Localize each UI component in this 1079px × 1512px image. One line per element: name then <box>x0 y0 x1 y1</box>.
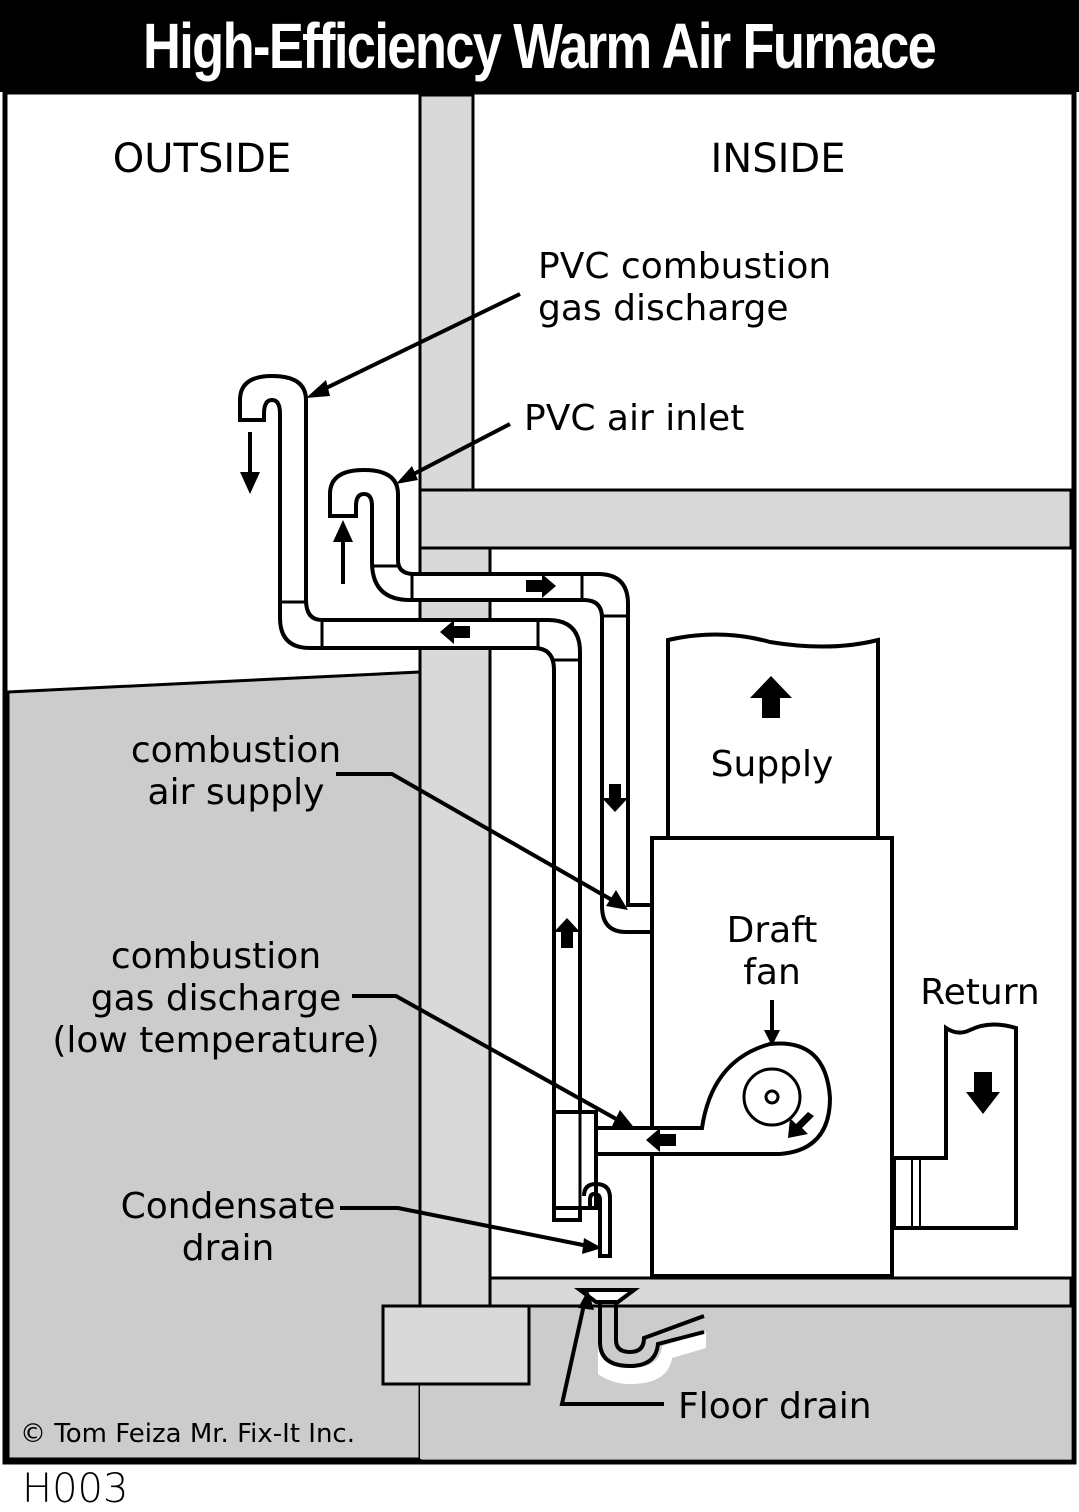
gas-discharge-label-line1: combustion <box>111 936 321 977</box>
flow-arrows <box>240 432 1000 1152</box>
draft-fan-label-line1: Draft <box>727 910 818 951</box>
diagram-title: High-Efficiency Warm Air Furnace <box>0 0 1079 92</box>
floor-drain-label: Floor drain <box>678 1386 872 1427</box>
pvc-discharge-label-line1: PVC combustion <box>538 246 831 287</box>
foundation-wall <box>418 546 492 1310</box>
gas-discharge-label-line2: gas discharge <box>91 978 342 1019</box>
outside-label: OUTSIDE <box>113 136 291 182</box>
draft-fan-label-line2: fan <box>743 952 801 993</box>
floor-joist <box>418 488 1073 550</box>
pvc-inlet-label: PVC air inlet <box>524 398 744 439</box>
diagram-code: H003 <box>22 1466 129 1512</box>
leader-lines <box>317 292 774 1406</box>
condensate-label-line2: drain <box>182 1228 275 1269</box>
basement-slab <box>488 1276 1073 1308</box>
combustion-air-label-line1: combustion <box>131 730 341 771</box>
condensate-label-line1: Condensate <box>121 1186 336 1227</box>
leader-arrowheads <box>306 380 780 1310</box>
discharge-tee <box>552 1110 598 1210</box>
upper-wall <box>418 93 475 492</box>
pvc-discharge-pipe <box>238 373 582 1222</box>
footing <box>381 1304 531 1386</box>
pvc-discharge-label-line2: gas discharge <box>538 288 789 329</box>
inside-label: INSIDE <box>711 136 846 182</box>
condensate-tube <box>582 1181 612 1258</box>
gas-discharge-label-line3: (low temperature) <box>52 1020 379 1061</box>
combustion-air-label-line2: air supply <box>148 772 325 813</box>
supply-label: Supply <box>711 744 834 785</box>
return-label: Return <box>920 972 1039 1013</box>
draft-fan <box>594 1041 833 1156</box>
supply-plenum <box>666 632 880 840</box>
floor-drain <box>574 1288 706 1384</box>
copyright-text: © Tom Feiza Mr. Fix-It Inc. <box>20 1419 355 1449</box>
